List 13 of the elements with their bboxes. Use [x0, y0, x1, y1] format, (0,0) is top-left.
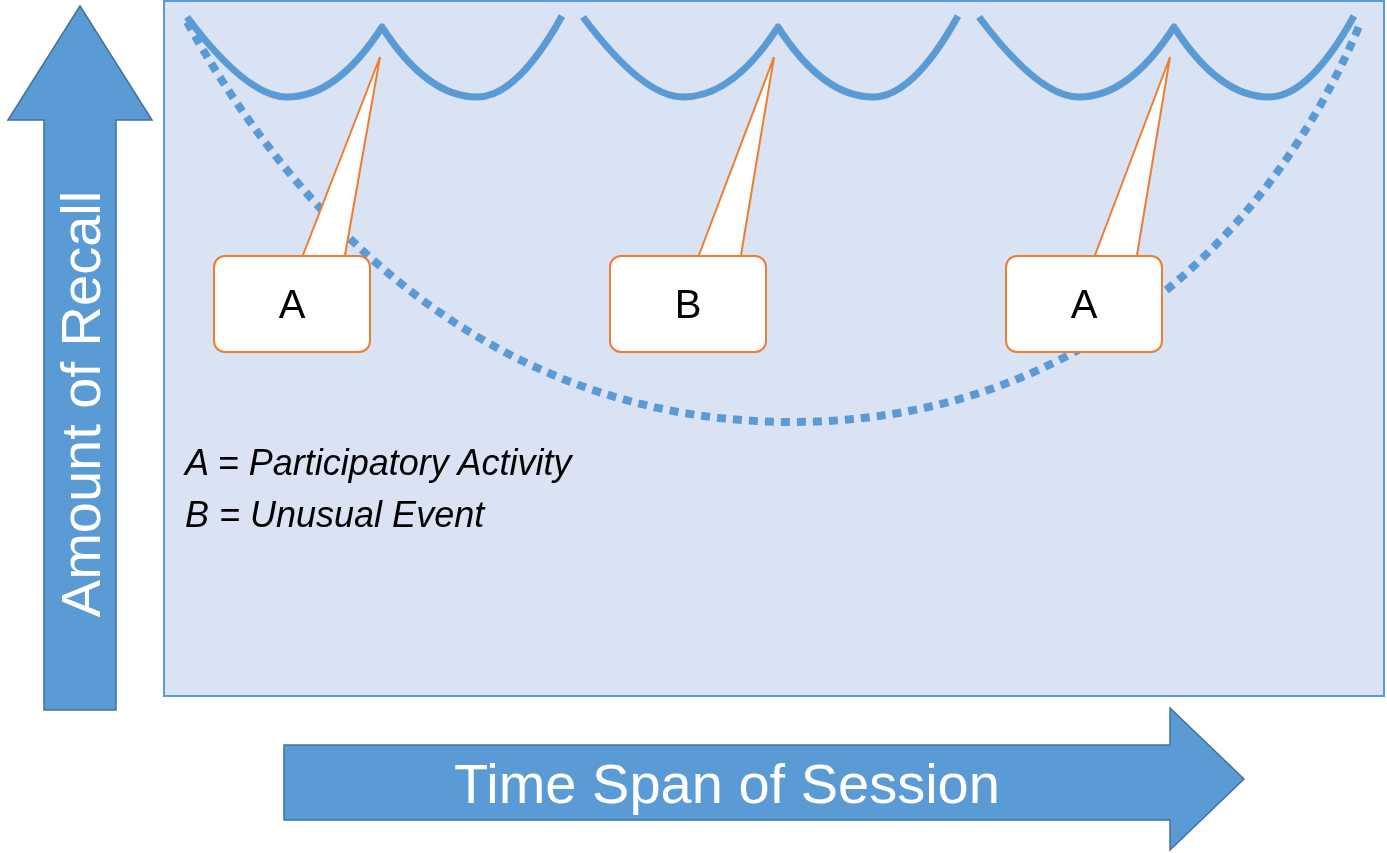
chart-panel: [163, 0, 1385, 697]
axis-title: Amount of Recall: [47, 190, 113, 618]
callout-pointer: [1094, 56, 1171, 256]
block-arrow: [6, 4, 154, 712]
key-note: A = Participatory Activity: [185, 442, 572, 484]
callout-box: B: [609, 255, 767, 353]
axis-title: Time Span of Session: [454, 750, 1000, 816]
callout-pointer: [302, 56, 381, 256]
block-arrow: [282, 706, 1246, 852]
callout-pointer: [698, 56, 775, 256]
key-note: B = Unusual Event: [185, 494, 485, 536]
callout-box: A: [213, 255, 371, 353]
callout-box: A: [1005, 255, 1163, 353]
